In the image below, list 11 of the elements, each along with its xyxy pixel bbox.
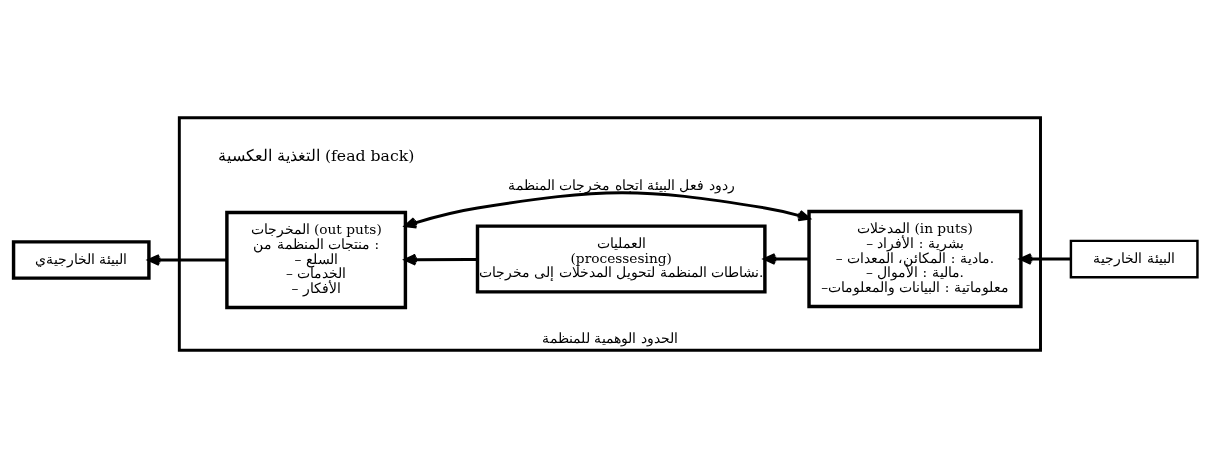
node-box: المخرجات (out puts) منتجات المنظمة من : – السلع – الخدمات – الأفكار <box>225 210 408 309</box>
node-box: البيئة الخارجيةي <box>11 239 151 280</box>
arrow <box>147 253 227 266</box>
edge-label: ردود فعل البيئة اتجاه مخرجات المنظمة <box>507 176 735 193</box>
node-box: البيئة الخارجية <box>1069 239 1199 278</box>
arrow <box>1019 252 1071 265</box>
node-box: المدخلات (in puts) – بشرية : الأفراد – مادية : المكائن، المعدات. – مالية : الأموال. –معلوماتية : البيانات والمعلومات <box>807 209 1023 308</box>
arrow <box>763 252 809 265</box>
label: التغذية العكسية (fead back) <box>217 145 415 165</box>
arrow <box>404 190 811 229</box>
arrow <box>404 253 478 266</box>
